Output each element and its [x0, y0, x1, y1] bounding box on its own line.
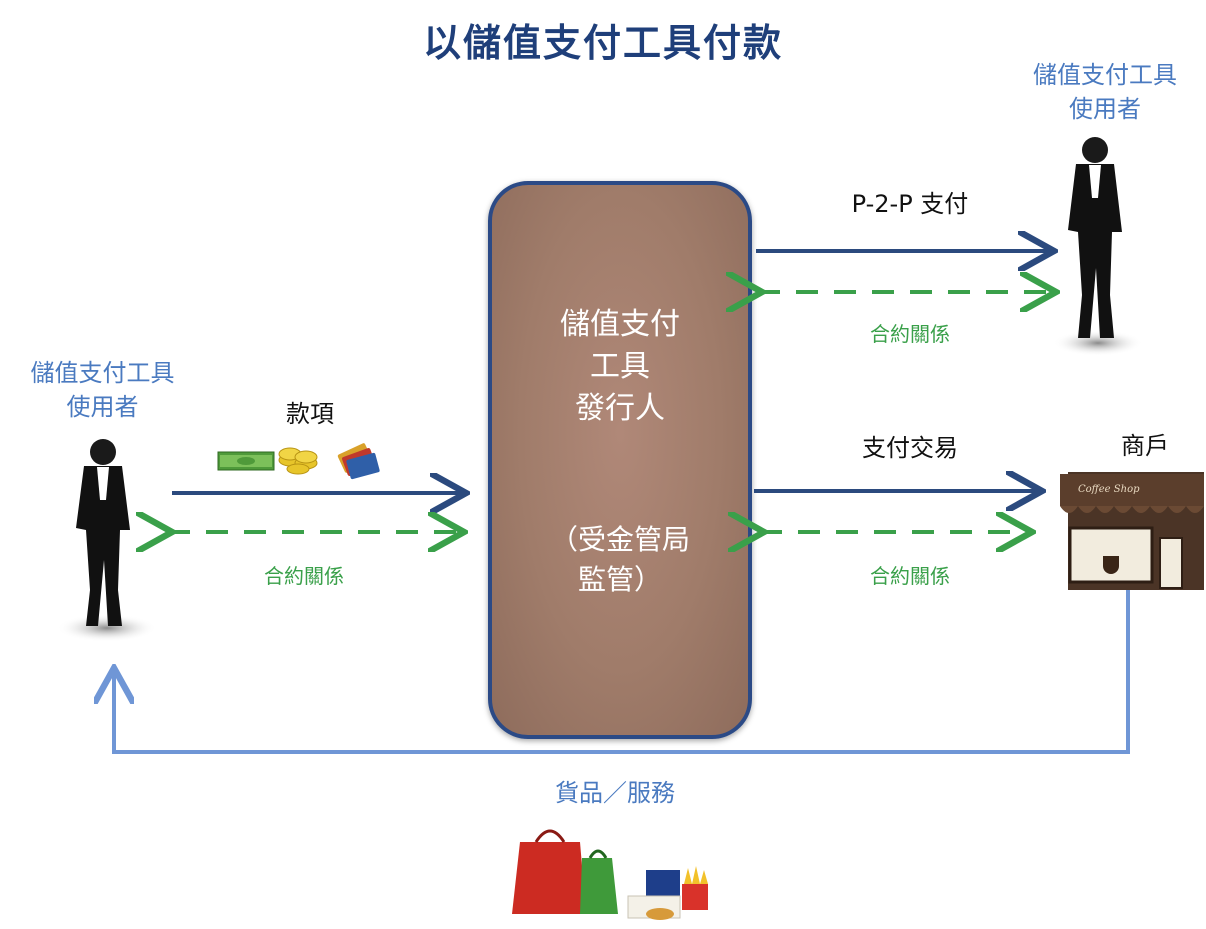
coffee-shop-sign: Coffee Shop [1078, 484, 1140, 495]
coffee-shop-icon: Coffee Shop [1060, 472, 1204, 590]
issuer-note-line2: 監管） [577, 563, 662, 596]
shopping-bags-icon [512, 829, 618, 914]
issuer-box [488, 181, 752, 739]
left-user-label: 儲值支付工具 使用者 [0, 356, 205, 424]
goods-return-arrow [114, 588, 1130, 754]
issuer-note: （受金管局 監管） [488, 520, 752, 600]
payment-transaction-label: 支付交易 [862, 434, 958, 462]
page-title: 以儲值支付工具付款 [422, 21, 783, 65]
merchant-label: 商戶 [1121, 432, 1169, 460]
issuer-name: 儲值支付 工具 發行人 [488, 304, 752, 430]
issuer-name-line2: 工具 [590, 349, 650, 384]
right-user-label-line2: 使用者 [1069, 95, 1141, 123]
funds-label: 款項 [286, 400, 334, 428]
coins-icon [278, 447, 318, 475]
contract-label-left: 合約關係 [264, 564, 344, 588]
right-user-label-line1: 儲值支付工具 [1033, 61, 1177, 89]
goods-services-label: 貨品／服務 [555, 779, 675, 807]
right-user-label: 儲值支付工具 使用者 [1010, 58, 1200, 126]
right-user-figure [1053, 137, 1143, 356]
contract-label-merchant: 合約關係 [870, 564, 950, 588]
left-user-figure [57, 439, 157, 642]
left-user-label-line1: 儲值支付工具 [30, 359, 175, 387]
credit-cards-icon [337, 443, 380, 480]
contract-label-p2p: 合約關係 [870, 322, 950, 346]
fast-food-icon [627, 866, 708, 920]
issuer-name-line3: 發行人 [575, 391, 665, 426]
p2p-payment-label: P-2-P 支付 [851, 190, 969, 218]
left-user-label-line2: 使用者 [66, 393, 139, 421]
cash-icon [217, 451, 275, 471]
issuer-name-line1: 儲值支付 [560, 307, 680, 342]
issuer-note-line1: （受金管局 [549, 523, 690, 556]
